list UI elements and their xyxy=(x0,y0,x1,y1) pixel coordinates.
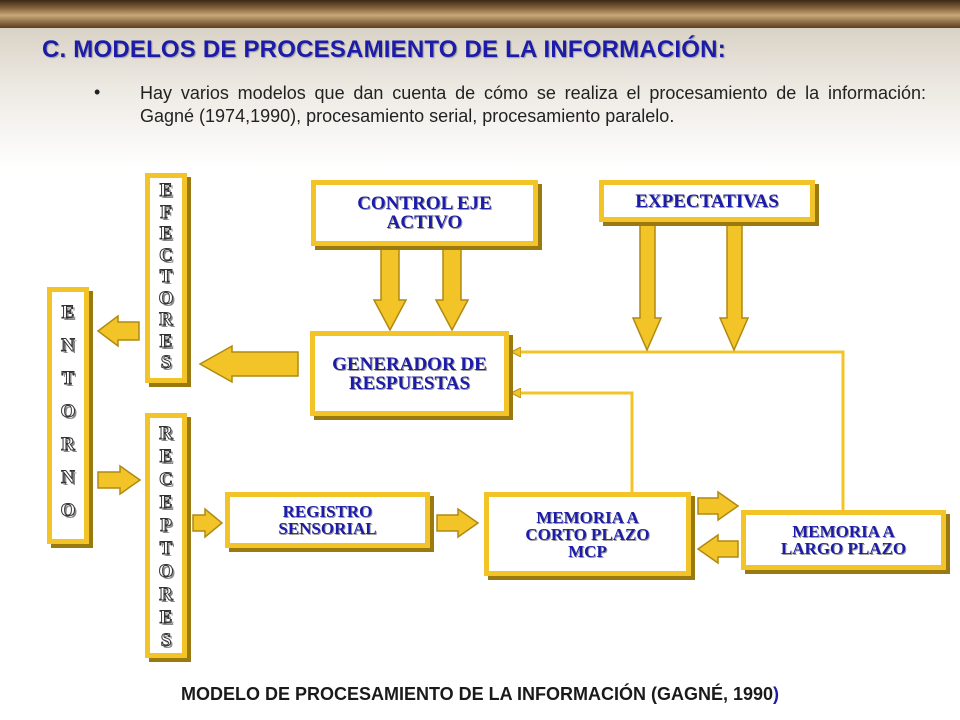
mcp-to-generador-line xyxy=(512,393,634,493)
receptores-letter: P xyxy=(160,515,173,537)
generador-box: GENERADOR DE RESPUESTAS xyxy=(310,331,509,416)
arrow-mlp-to-mcp xyxy=(696,533,739,565)
arrow-expectativas-down-right xyxy=(718,223,750,352)
bullet-text: Hay varios modelos que dan cuenta de cóm… xyxy=(140,83,926,126)
control-label: CONTROL EJE ACTIVO xyxy=(357,193,492,233)
arrow-expectativas-down-left xyxy=(631,223,663,352)
entorno-letter: T xyxy=(61,368,75,390)
receptores-letter: S xyxy=(160,630,172,652)
arrow-entorno-to-receptores xyxy=(97,464,142,496)
entorno-letter: O xyxy=(60,500,76,522)
receptores-box: R E C E P T O R E S xyxy=(145,413,187,658)
efectores-letter: E xyxy=(159,223,173,245)
arrow-efectores-to-entorno xyxy=(96,314,140,348)
entorno-letter: O xyxy=(60,401,76,423)
top-banner xyxy=(0,0,960,28)
efectores-letter: E xyxy=(159,180,173,202)
mlp-to-generador-line xyxy=(512,352,845,512)
caption-paren: ) xyxy=(773,684,780,704)
entorno-letter: E xyxy=(61,302,75,324)
efectores-letter: T xyxy=(159,266,173,288)
arrow-registro-to-mcp xyxy=(436,507,480,539)
entorno-letter: R xyxy=(61,434,76,456)
receptores-letter: T xyxy=(159,538,173,560)
bullet-marker: • xyxy=(94,82,101,102)
expectativas-label: EXPECTATIVAS xyxy=(635,190,779,212)
mlp-label: MEMORIA A LARGO PLAZO xyxy=(780,522,907,558)
receptores-letter: C xyxy=(159,469,174,491)
expectativas-box: EXPECTATIVAS xyxy=(599,180,815,222)
arrow-control-down-left xyxy=(372,248,408,332)
registro-box: REGISTRO SENSORIAL xyxy=(225,492,430,548)
efectores-letter: R xyxy=(159,309,174,331)
control-box: CONTROL EJE ACTIVO xyxy=(311,180,538,246)
receptores-letter: R xyxy=(159,584,174,606)
registro-label: REGISTRO SENSORIAL xyxy=(278,502,377,538)
diagram-caption: MODELO DE PROCESAMIENTO DE LA INFORMACIÓ… xyxy=(0,684,960,705)
efectores-letter: O xyxy=(158,287,174,309)
receptores-letter: R xyxy=(159,423,174,445)
header-gradient xyxy=(0,28,960,168)
receptores-letter: O xyxy=(158,561,174,583)
arrow-mcp-to-mlp xyxy=(697,490,740,522)
efectores-box: E F E C T O R E S xyxy=(145,173,187,383)
generador-label: GENERADOR DE RESPUESTAS xyxy=(332,353,487,394)
arrow-receptores-to-registro xyxy=(192,507,224,539)
entorno-letter: N xyxy=(61,335,76,357)
mlp-box: MEMORIA A LARGO PLAZO xyxy=(741,510,946,570)
entorno-letter: N xyxy=(61,467,76,489)
efectores-letter: C xyxy=(159,244,174,266)
entorno-box: E N T O R N O xyxy=(47,287,89,544)
receptores-letter: E xyxy=(159,446,173,468)
receptores-letter: E xyxy=(159,607,173,629)
slide-title: C. MODELOS DE PROCESAMIENTO DE LA INFORM… xyxy=(42,36,726,63)
mcp-box: MEMORIA A CORTO PLAZO MCP xyxy=(484,492,691,576)
receptores-letter: E xyxy=(159,492,173,514)
efectores-letter: S xyxy=(160,352,172,374)
efectores-letter: E xyxy=(159,330,173,352)
arrow-control-down-right xyxy=(434,248,470,332)
efectores-letter: F xyxy=(160,201,173,223)
caption-text: MODELO DE PROCESAMIENTO DE LA INFORMACIÓ… xyxy=(180,684,774,704)
mcp-label: MEMORIA A CORTO PLAZO MCP xyxy=(525,507,650,561)
arrow-generador-to-efectores xyxy=(198,344,299,384)
